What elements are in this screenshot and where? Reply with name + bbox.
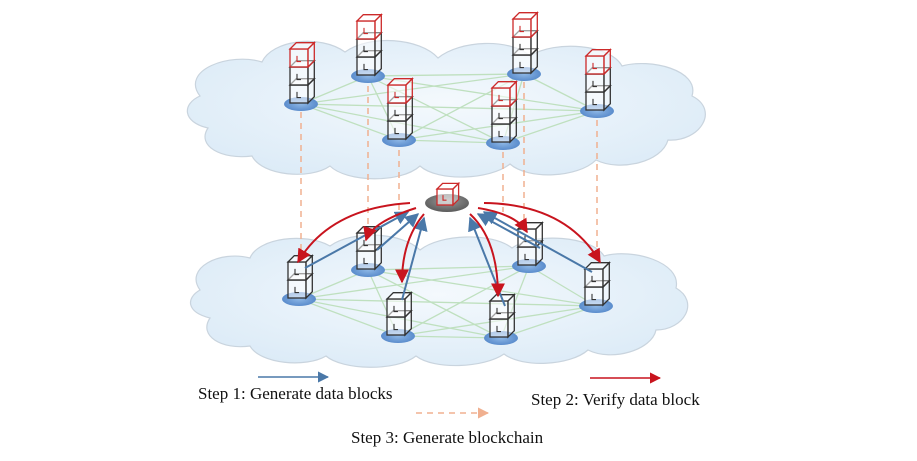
stacked-block-node-icon (484, 293, 518, 345)
legend-step3-label: Step 3: Generate blockchain (351, 428, 544, 447)
stacked-block-node-icon (579, 261, 613, 313)
stacked-block-node-icon (382, 77, 416, 147)
generate-block-arrow (304, 211, 410, 269)
network-link (523, 73, 598, 112)
central-verifier-disc-icon (425, 181, 469, 212)
network-link (397, 335, 502, 339)
network-link (300, 103, 400, 141)
stacked-block-node-icon (580, 48, 614, 118)
stacked-block-node-icon (351, 13, 385, 83)
network-link (367, 265, 530, 271)
network-link (398, 139, 504, 144)
verify-block-arrow (483, 202, 601, 264)
stacked-block-node-icon (282, 254, 316, 306)
verify-block-arrow (469, 213, 505, 298)
stacked-block-node-icon (284, 41, 318, 111)
network-link (367, 73, 525, 77)
top-cloud-icon (186, 39, 706, 180)
network-link (298, 298, 399, 337)
legend-step1-label: Step 1: Generate data blocks (198, 384, 393, 403)
network-link (500, 305, 597, 339)
central-verifier (425, 181, 469, 212)
network-link (300, 103, 598, 112)
network-link (367, 269, 502, 339)
generate-block-arrow (482, 211, 593, 273)
generate-block-arrow (376, 213, 420, 251)
stacked-block-node-icon (381, 291, 415, 343)
blockchain-sync-arrows (300, 82, 598, 258)
network-link (397, 265, 530, 337)
verify-block-arrow (297, 202, 411, 264)
verify-block-arrow (395, 213, 425, 284)
verify-block-arrow (363, 207, 417, 242)
generate-block-arrow (401, 216, 428, 301)
network-link (298, 298, 597, 307)
network-link (502, 110, 598, 144)
verify-block-arrow (477, 207, 528, 234)
step-arrows (297, 202, 601, 307)
legend-step2-label: Step 2: Verify data block (531, 390, 700, 409)
legend: Step 1: Generate data blocks Step 2: Ver… (198, 371, 700, 447)
top-nodes (284, 11, 614, 150)
bottom-cloud-icon (190, 234, 689, 368)
stacked-block-node-icon (507, 11, 541, 81)
stacked-block-node-icon (486, 80, 520, 150)
